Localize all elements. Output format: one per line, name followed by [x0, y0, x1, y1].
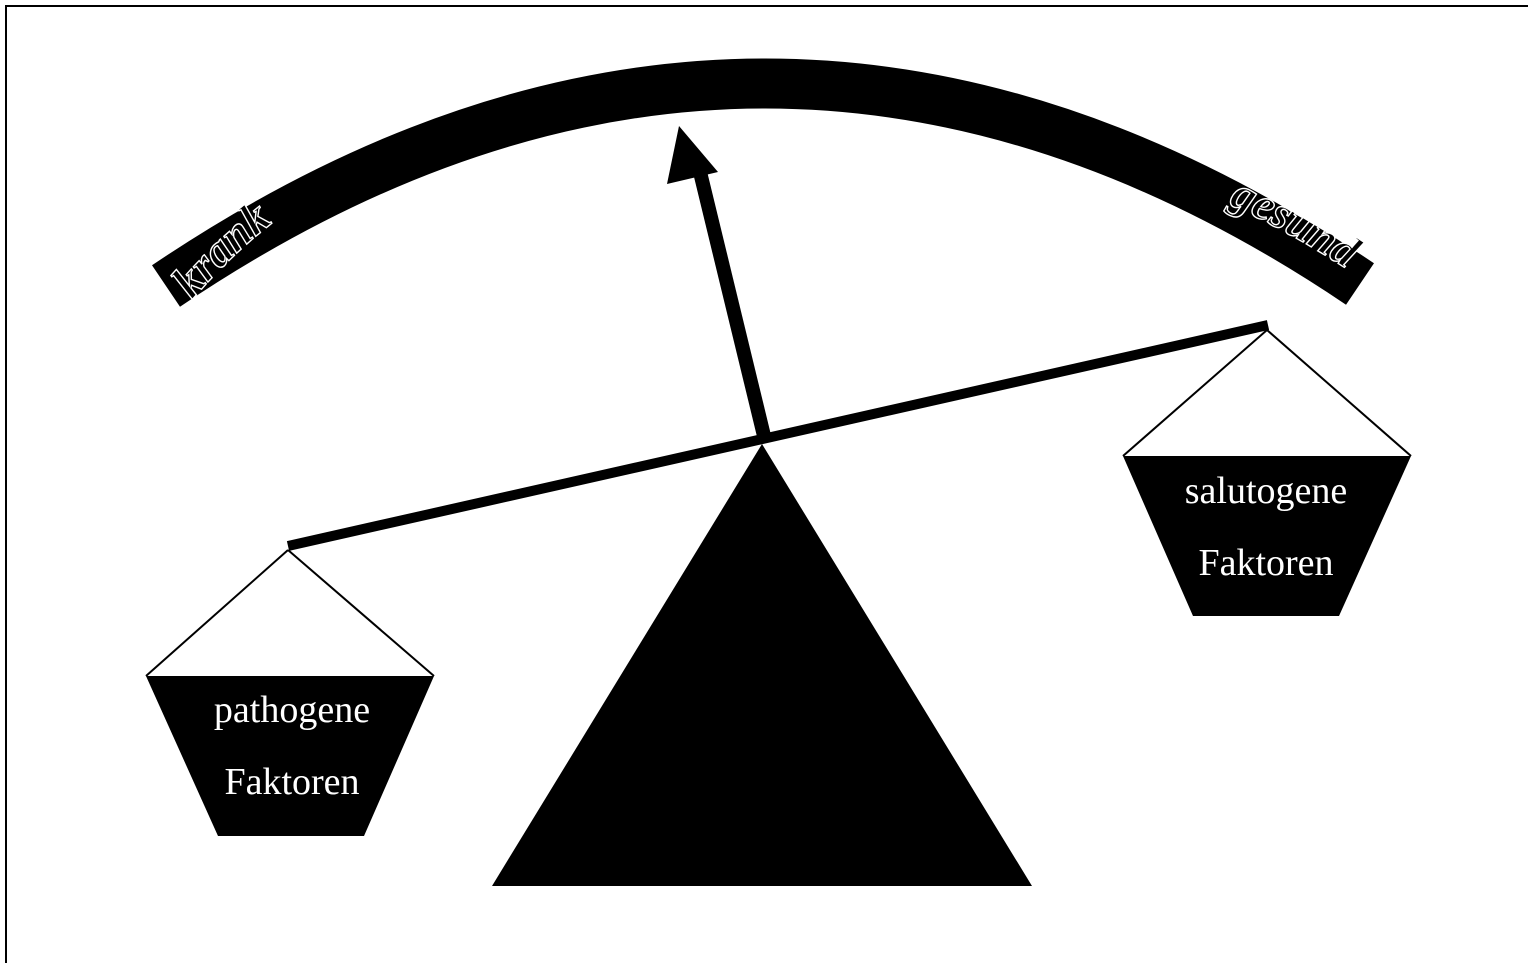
- left-pan-string-right: [287, 549, 435, 677]
- right-pan-label-line1: salutogene: [1185, 470, 1348, 512]
- fulcrum-triangle: [492, 444, 1032, 886]
- left-pan-label-line2: Faktoren: [224, 761, 359, 803]
- right-pan-basket: [1123, 456, 1411, 616]
- right-pan: salutogene Faktoren: [1122, 329, 1412, 616]
- left-pan-string-left: [145, 549, 289, 677]
- right-pan-string-left: [1122, 329, 1268, 457]
- pointer-shaft: [693, 170, 772, 442]
- left-pan-basket: [146, 676, 434, 836]
- right-pan-string-right: [1266, 329, 1412, 457]
- balance-beam: [286, 320, 1270, 551]
- left-pan: pathogene Faktoren: [145, 549, 435, 836]
- left-pan-label-line1: pathogene: [214, 689, 370, 731]
- pointer-arrowhead: [667, 126, 718, 184]
- frame-border: [5, 5, 1528, 968]
- gauge-arc: [152, 58, 1374, 307]
- right-pan-label-line2: Faktoren: [1198, 542, 1333, 584]
